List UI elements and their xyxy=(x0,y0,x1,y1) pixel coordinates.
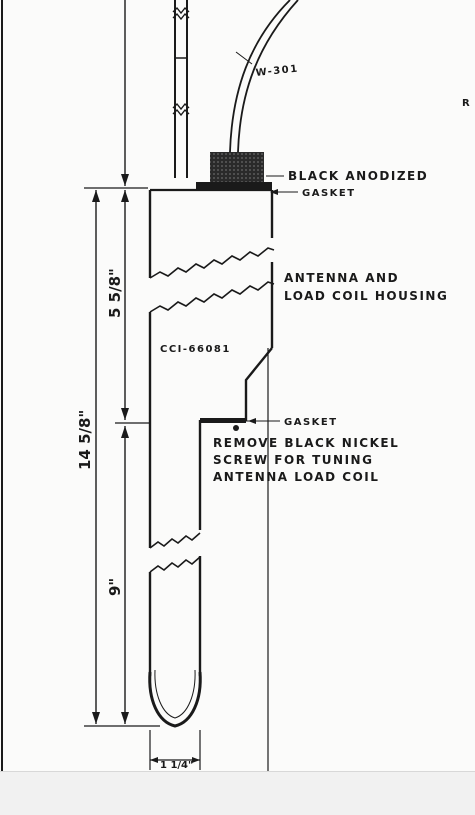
section-arrow-a xyxy=(121,174,129,186)
upper-dim-label: 5 5/8" xyxy=(106,268,124,318)
width-arrow-right xyxy=(192,757,200,763)
tuning-label-line1: REMOVE BLACK NICKEL xyxy=(213,436,399,450)
knob-knurling xyxy=(210,152,264,182)
upper-arrow-bottom xyxy=(121,408,129,420)
cable-w301-inner xyxy=(237,0,299,153)
black-anodized-label: BLACK ANODIZED xyxy=(288,169,428,183)
gasket-mid-arrow xyxy=(248,418,256,424)
whip-break-3 xyxy=(172,102,190,111)
gasket-top-arrow xyxy=(270,189,278,195)
width-dim-label: 1 1/4" xyxy=(160,760,193,771)
housing-break-upper xyxy=(149,247,275,279)
tuning-label-line2: SCREW FOR TUNING xyxy=(213,453,373,467)
width-arrow-left xyxy=(150,757,158,763)
top-gasket xyxy=(196,182,272,190)
overall-arrow-top xyxy=(92,190,100,202)
cable-leader xyxy=(235,51,253,65)
lower-arrow-bottom xyxy=(121,712,129,724)
tuning-label-line3: ANTENNA LOAD COIL xyxy=(213,470,379,484)
housing-break-lower xyxy=(149,281,275,313)
tube-break-upper xyxy=(149,532,201,549)
gasket-top-label: GASKET xyxy=(302,188,356,199)
tuning-screw xyxy=(233,425,239,431)
edge-fragment-label: R xyxy=(462,98,471,109)
housing-taper xyxy=(200,347,273,422)
tube-rounded-tip xyxy=(148,671,202,728)
part-number-label: CCI-66081 xyxy=(160,344,231,355)
whip-break-4 xyxy=(172,108,190,117)
cable-w301-outer xyxy=(229,0,291,153)
gasket-mid-label: GASKET xyxy=(284,417,338,428)
tube-tip-inner xyxy=(154,669,196,719)
cable-label: W-301 xyxy=(255,64,299,79)
lower-dim-label: 9" xyxy=(106,578,124,596)
overall-arrow-bottom xyxy=(92,712,100,724)
image-bottom-margin xyxy=(0,771,475,815)
whip-break-1 xyxy=(172,6,190,15)
overall-dim-label: 14 5/8" xyxy=(76,410,94,470)
mid-gasket xyxy=(200,418,246,423)
whip-break-2 xyxy=(172,12,190,21)
housing-label-line2: LOAD COIL HOUSING xyxy=(284,289,448,303)
tube-break-lower xyxy=(149,556,201,573)
housing-label-line1: ANTENNA AND xyxy=(284,271,399,285)
